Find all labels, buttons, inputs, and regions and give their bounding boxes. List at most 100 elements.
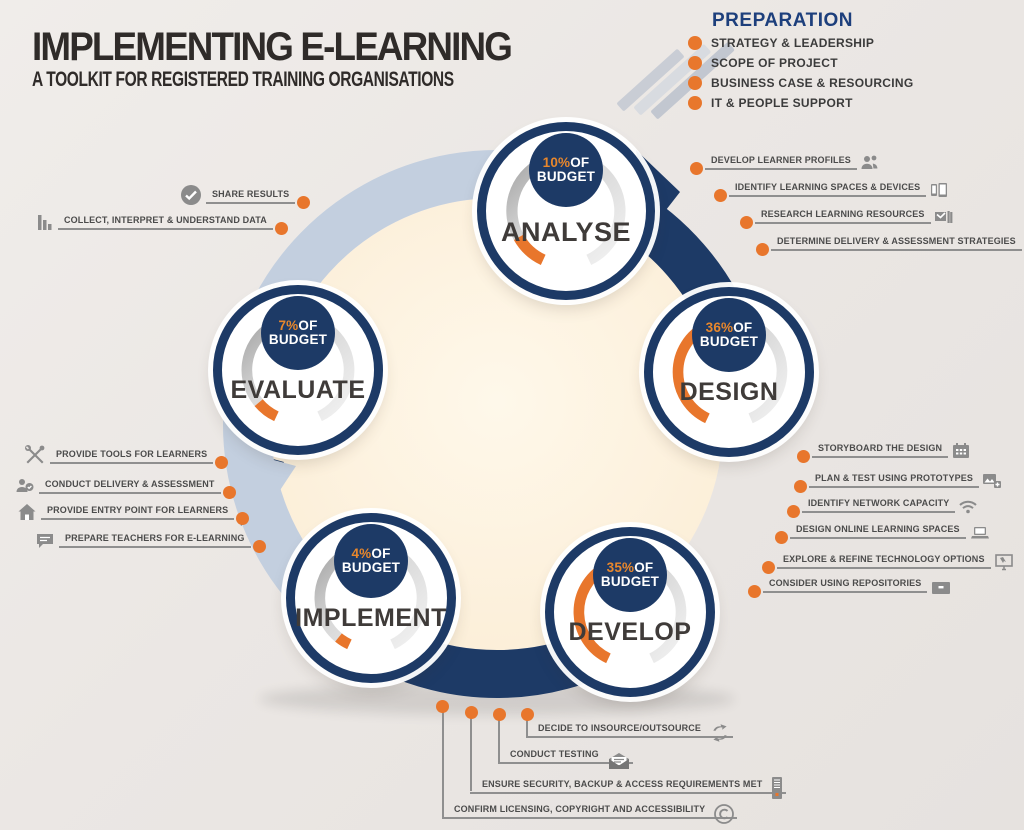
ribbon-decoration xyxy=(656,226,685,264)
tools-icon xyxy=(24,444,46,466)
preparation-heading: PREPARATION xyxy=(712,10,853,31)
budget-percent: 10% xyxy=(542,155,571,170)
budget-badge: 4%OF BUDGET xyxy=(334,524,408,598)
bullet-icon xyxy=(252,540,266,553)
preparation-item: SCOPE OF PROJECT xyxy=(688,53,914,73)
devices-icon xyxy=(929,180,949,200)
budget-badge: 7%OF BUDGET xyxy=(261,296,335,370)
bullet-icon xyxy=(794,480,807,493)
bullet-icon xyxy=(436,700,449,713)
home-icon xyxy=(17,503,37,522)
budget-badge: 36%OF BUDGET xyxy=(692,298,766,372)
list-item: IDENTIFY NETWORK CAPACITY xyxy=(787,498,978,518)
list-item: DETERMINE DELIVERY & ASSESSMENT STRATEGI… xyxy=(756,234,1024,256)
phase-name: IMPLEMENT xyxy=(295,604,447,633)
bullet-icon xyxy=(688,36,702,50)
budget-percent: 4% xyxy=(351,546,372,561)
preparation-item: BUSINESS CASE & RESOURCING xyxy=(688,73,914,93)
phase-circle-implement: 4%OF BUDGET IMPLEMENT xyxy=(286,513,456,683)
preparation-item-label: BUSINESS CASE & RESOURCING xyxy=(711,76,914,90)
bullet-icon xyxy=(714,189,727,202)
bullet-icon xyxy=(688,96,702,110)
chat-icon xyxy=(35,532,55,550)
preparation-item-label: IT & PEOPLE SUPPORT xyxy=(711,96,853,110)
bullet-icon xyxy=(493,708,506,721)
list-item: RESEARCH LEARNING RESOURCES xyxy=(740,207,954,229)
list-item: IDENTIFY LEARNING SPACES & DEVICES xyxy=(714,180,949,202)
bullet-icon xyxy=(756,243,769,256)
bullet-icon xyxy=(688,76,702,90)
bullet-icon xyxy=(222,486,236,499)
list-item: EXPLORE & REFINE TECHNOLOGY OPTIONS xyxy=(762,552,1014,574)
bullet-icon xyxy=(775,531,788,544)
page-title: IMPLEMENTING E-LEARNING xyxy=(32,25,513,69)
phase-name: EVALUATE xyxy=(230,376,366,405)
bullet-icon xyxy=(762,561,775,574)
bullet-icon xyxy=(797,450,810,463)
budget-badge: 35%OF BUDGET xyxy=(593,538,667,612)
ribbon-decoration xyxy=(259,456,296,516)
page-subtitle: A TOOLKIT FOR REGISTERED TRAINING ORGANI… xyxy=(32,68,454,91)
bullet-icon xyxy=(297,196,311,209)
phase-circle-analyse: 10%OF BUDGET ANALYSE xyxy=(477,122,655,300)
bullet-icon xyxy=(787,505,800,518)
list-item: SHARE RESULTS xyxy=(180,184,311,209)
list-item: DESIGN ONLINE LEARNING SPACES xyxy=(775,524,991,544)
list-item: STORYBOARD THE DESIGN xyxy=(797,441,971,463)
swap-arrows-icon xyxy=(709,722,731,744)
budget-percent: 35% xyxy=(606,560,635,575)
people-icon xyxy=(860,153,880,173)
preparation-item-label: SCOPE OF PROJECT xyxy=(711,56,838,70)
budget-percent: 36% xyxy=(705,320,734,335)
assessment-icon xyxy=(15,476,35,496)
list-item: PROVIDE TOOLS FOR LEARNERS xyxy=(24,444,229,469)
bullet-icon xyxy=(465,706,478,719)
list-item: CONDUCT DELIVERY & ASSESSMENT xyxy=(15,476,236,499)
title-block: IMPLEMENTING E-LEARNING A TOOLKIT FOR RE… xyxy=(32,26,602,92)
list-item: PROVIDE ENTRY POINT FOR LEARNERS xyxy=(17,503,250,525)
resources-icon xyxy=(934,207,954,227)
list-item: CONFIRM LICENSING, COPYRIGHT AND ACCESSI… xyxy=(442,803,738,824)
check-circle-icon xyxy=(180,184,202,206)
storyboard-icon xyxy=(951,441,971,461)
phase-circle-develop: 35%OF BUDGET DEVELOP xyxy=(545,527,715,697)
phase-name: DESIGN xyxy=(679,378,779,407)
bullet-icon xyxy=(748,585,761,598)
phase-circle-evaluate: 7%OF BUDGET EVALUATE xyxy=(213,285,383,455)
bullet-icon xyxy=(215,456,229,469)
bullet-icon xyxy=(521,708,534,721)
prototype-icon xyxy=(982,471,1002,491)
list-item: COLLECT, INTERPRET & UNDERSTAND DATA xyxy=(36,212,288,235)
bullet-icon xyxy=(740,216,753,229)
bullet-icon xyxy=(274,222,288,235)
phase-name: DEVELOP xyxy=(568,618,692,647)
connector-line xyxy=(442,710,444,818)
laptop-icon xyxy=(969,524,991,542)
server-icon xyxy=(770,776,784,800)
budget-badge: 10%OF BUDGET xyxy=(529,133,603,207)
preparation-item: IT & PEOPLE SUPPORT xyxy=(688,93,914,113)
list-item: CONDUCT TESTING xyxy=(498,749,633,769)
list-item: ENSURE SECURITY, BACKUP & ACCESS REQUIRE… xyxy=(470,776,787,799)
list-item: DECIDE TO INSOURCE/OUTSOURCE xyxy=(526,722,734,742)
connector-line xyxy=(526,718,528,737)
list-item: PLAN & TEST USING PROTOTYPES xyxy=(794,471,1002,493)
list-item: DEVELOP LEARNER PROFILES xyxy=(690,153,880,175)
bullet-icon xyxy=(688,56,702,70)
connector-line xyxy=(498,718,500,764)
bar-chart-icon xyxy=(36,212,54,232)
list-item: CONSIDER USING REPOSITORIES xyxy=(748,578,952,598)
phase-name: ANALYSE xyxy=(500,217,632,248)
list-item: PREPARE TEACHERS FOR E-LEARNING xyxy=(35,532,266,553)
preparation-list: STRATEGY & LEADERSHIP SCOPE OF PROJECT B… xyxy=(688,33,914,113)
wifi-icon xyxy=(958,498,978,516)
connector-line xyxy=(470,716,472,791)
preparation-item: STRATEGY & LEADERSHIP xyxy=(688,33,914,53)
monitor-icon xyxy=(994,552,1014,572)
mail-icon xyxy=(607,752,631,770)
repository-icon xyxy=(930,580,952,596)
phase-circle-design: 36%OF BUDGET DESIGN xyxy=(644,287,814,457)
copyright-icon xyxy=(713,803,735,825)
